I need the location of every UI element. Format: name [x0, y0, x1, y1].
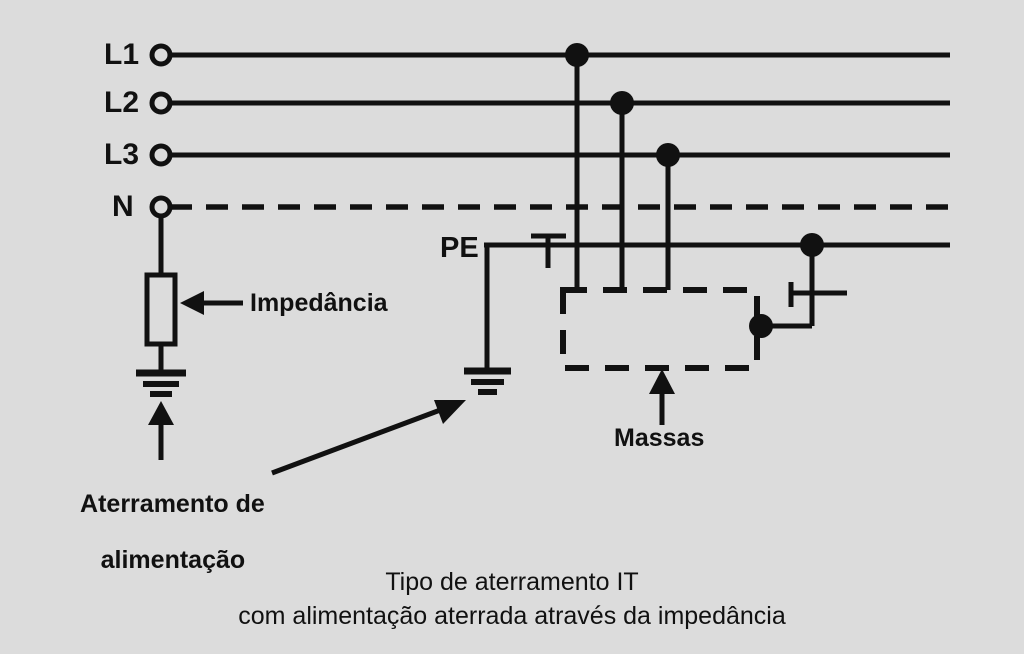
supply-earth-arrow — [148, 401, 174, 460]
terminal-L1 — [149, 43, 173, 67]
rail-label-L2: L2 — [104, 86, 140, 119]
junction-dot-L2 — [610, 91, 634, 115]
junction-dot-L3 — [656, 143, 680, 167]
pe-tick-mark — [531, 233, 566, 268]
terminal-L3 — [149, 143, 173, 167]
caption-line-1: Tipo de aterramento IT — [385, 568, 639, 596]
masses-arrow — [649, 369, 675, 425]
supply-ground-symbol — [136, 369, 186, 397]
rail-label-L3: L3 — [104, 138, 140, 171]
impedance-label: Impedância — [250, 289, 388, 317]
rail-label-PE: PE — [440, 232, 479, 264]
supply-earth-diagonal-arrow — [271, 400, 466, 476]
rail-label-L1: L1 — [104, 38, 140, 71]
pe-ground-symbol — [464, 367, 511, 395]
terminal-N — [149, 195, 173, 219]
junction-dot-L1 — [565, 43, 589, 67]
pe-equipment-bond — [749, 245, 847, 338]
masses-enclosure — [560, 287, 760, 371]
masses-label: Massas — [614, 424, 705, 452]
impedance-arrow — [180, 291, 243, 315]
supply-earth-label-line2: alimentação — [100, 546, 246, 574]
impedance-symbol — [144, 272, 178, 347]
rail-label-N: N — [112, 190, 134, 223]
junction-dot-bond — [749, 314, 773, 338]
terminal-L2 — [149, 91, 173, 115]
supply-earth-label-line1: Aterramento de — [80, 490, 265, 518]
caption-line-2: com alimentação aterrada através da impe… — [238, 602, 786, 630]
